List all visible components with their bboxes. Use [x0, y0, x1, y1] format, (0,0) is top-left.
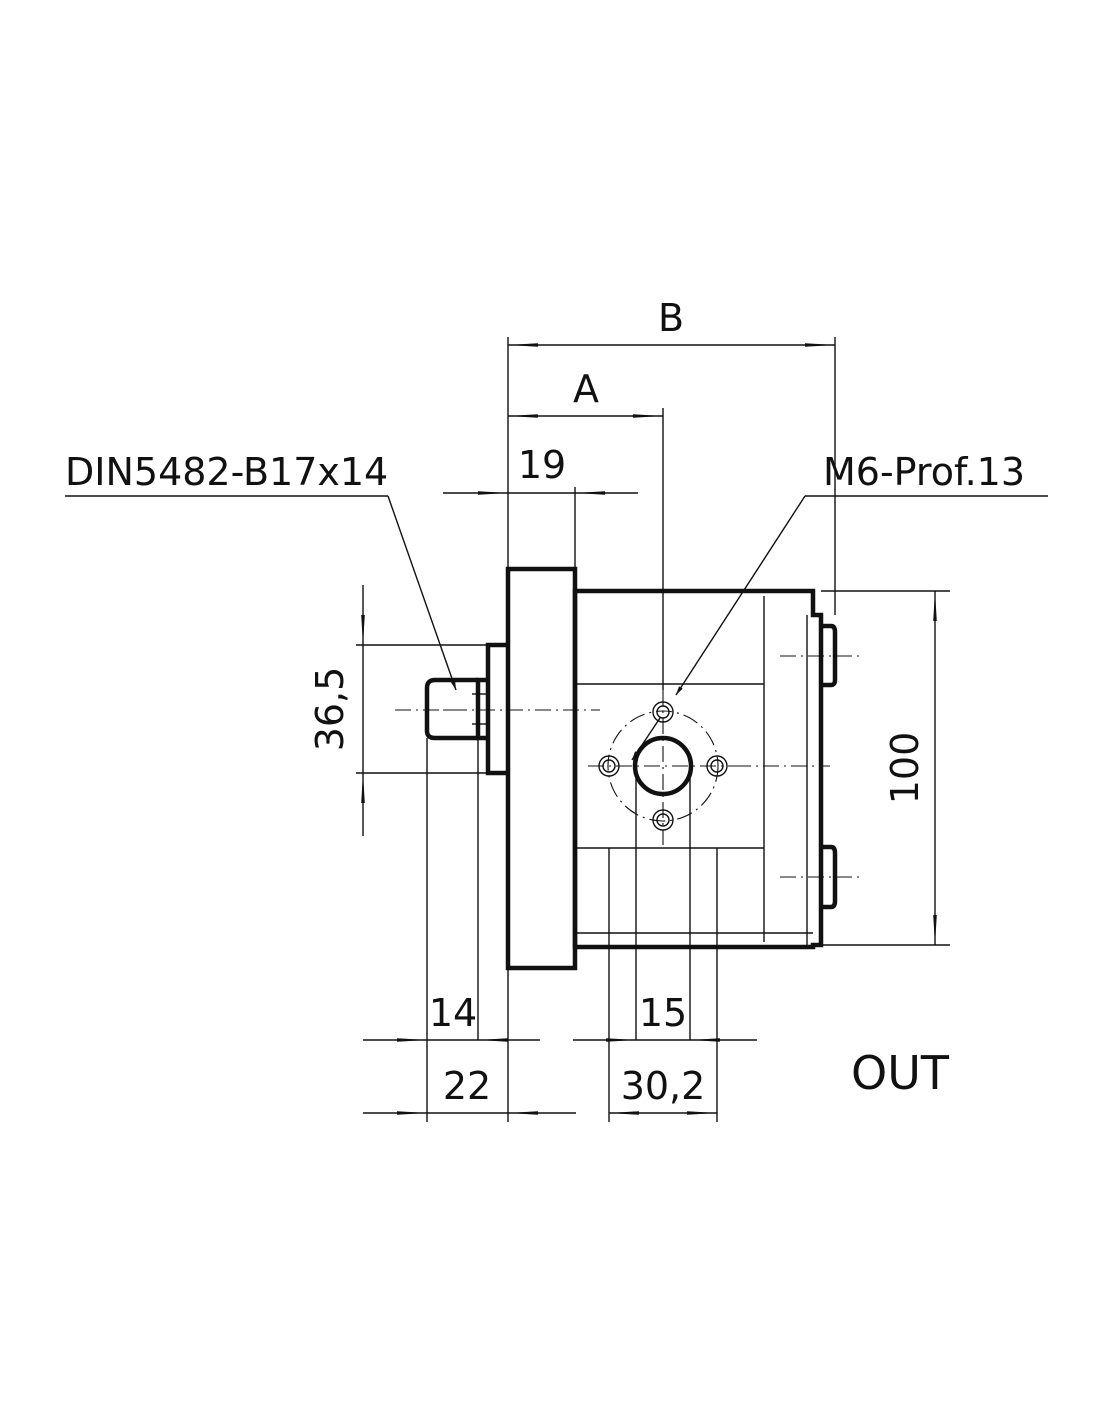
- rear-bolt-top: [821, 623, 838, 688]
- thread-spec-leader-inner: [631, 717, 661, 761]
- dim-label-b: B: [658, 296, 684, 340]
- port-bore: [632, 735, 694, 797]
- rear-bolt-bottom: [821, 844, 838, 910]
- mounting-flange: [505, 566, 578, 971]
- body-detail-lines: [472, 596, 813, 945]
- dimension-lines: [361, 343, 937, 1115]
- thread-hole-left: [598, 755, 620, 777]
- port-label-out: OUT: [851, 1046, 950, 1100]
- dimension-labels: B A 19 36,5 100 14 22 15 30,2: [308, 296, 927, 1108]
- callout-labels: DIN5482-B17x14 M6-Prof.13 OUT: [65, 450, 1025, 1100]
- dim-label-14: 14: [429, 991, 477, 1035]
- thread-hole-top: [652, 701, 674, 723]
- callout-leaders: [65, 495, 1048, 761]
- thread-hole-bottom: [652, 809, 674, 831]
- dim-label-22: 22: [443, 1064, 491, 1108]
- dim-label-36-5: 36,5: [308, 667, 352, 752]
- shaft-collar: [475, 677, 488, 741]
- pilot-spigot: [485, 642, 508, 776]
- pump-body-outline: [424, 566, 838, 971]
- thread-hole-right: [706, 755, 728, 777]
- dim-label-19: 19: [518, 443, 566, 487]
- dim-label-30-2: 30,2: [621, 1064, 706, 1108]
- dim-label-a: A: [573, 367, 599, 411]
- thread-spec-leader: [675, 495, 806, 696]
- extension-lines: [356, 337, 950, 1122]
- dim-label-100: 100: [883, 732, 927, 805]
- dim-label-15: 15: [639, 991, 687, 1035]
- bolt-circle: [607, 710, 719, 822]
- center-lines: [395, 655, 860, 878]
- outlet-port-pattern: [598, 701, 728, 831]
- thread-spec-label: M6-Prof.13: [823, 450, 1025, 494]
- shaft-spec-label: DIN5482-B17x14: [65, 450, 388, 494]
- shaft-spec-leader: [387, 495, 457, 691]
- splined-shaft: [424, 677, 478, 741]
- main-housing: [572, 588, 824, 950]
